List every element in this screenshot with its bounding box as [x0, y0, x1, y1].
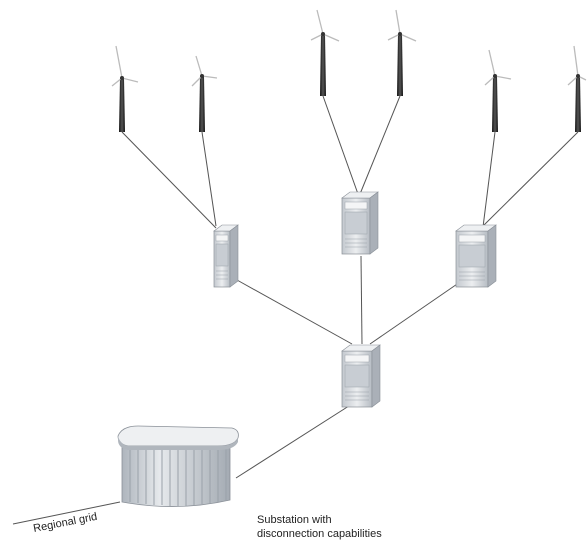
- connection-line: [322, 95, 359, 195]
- wind-turbine-icon: [387, 9, 417, 96]
- connection-lines: [12, 95, 579, 525]
- connection-line: [201, 131, 217, 227]
- substation-icon: [117, 425, 239, 507]
- substation-label-line1: Substation with: [257, 514, 332, 526]
- converter-cabinet-icon: [455, 224, 497, 288]
- connection-line: [359, 95, 401, 195]
- converter-cabinet-icon: [341, 191, 379, 255]
- converter-cabinet-icon: [213, 224, 239, 288]
- wind-turbine-icon: [567, 45, 587, 132]
- wind-turbine-icon: [191, 55, 218, 132]
- substation-label-line2: disconnection capabilities: [257, 528, 382, 540]
- connection-line: [235, 403, 353, 479]
- wind-turbine-icon: [111, 45, 139, 132]
- converter-cabinet-icon: [341, 344, 381, 408]
- connection-line: [482, 131, 579, 227]
- regional-grid-label: Regional grid: [32, 511, 98, 535]
- regional-grid-line: [12, 501, 121, 525]
- connection-line: [482, 131, 496, 228]
- connection-line: [369, 279, 464, 345]
- connection-line: [121, 131, 217, 229]
- wind-turbine-icon: [310, 9, 340, 96]
- connection-line: [236, 279, 353, 345]
- connection-line: [360, 255, 363, 345]
- wind-turbine-icon: [484, 49, 512, 132]
